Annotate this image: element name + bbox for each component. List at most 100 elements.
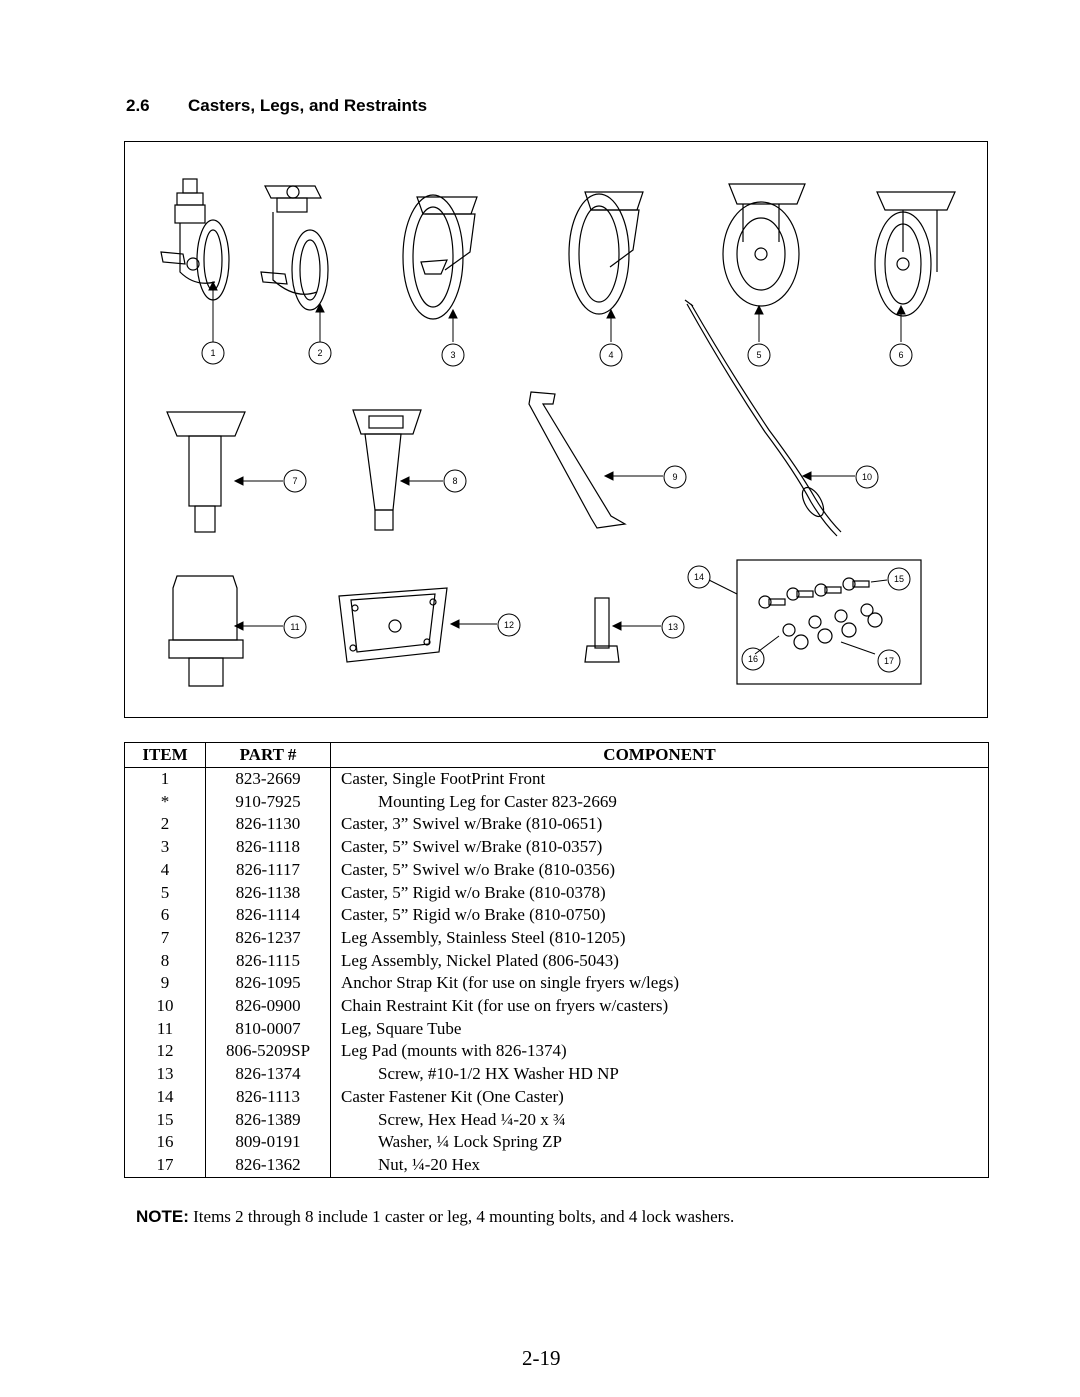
component-cell: Screw, Hex Head ¼-20 x ¾ — [330, 1108, 989, 1132]
part-number-cell: 826-1389 — [205, 1108, 331, 1132]
component-cell: Washer, ¼ Lock Spring ZP — [330, 1131, 989, 1154]
section-title: Casters, Legs, and Restraints — [188, 96, 428, 115]
component-cell: Anchor Strap Kit (for use on single frye… — [330, 972, 989, 996]
callout-circles — [201, 341, 913, 673]
item-cell: 14 — [124, 1085, 206, 1109]
item-cell: 3 — [124, 836, 206, 859]
component-cell: Leg, Square Tube — [330, 1017, 989, 1041]
callout-3: 3 — [450, 350, 455, 360]
callout-9: 9 — [672, 472, 677, 482]
item-cell: 4 — [124, 858, 206, 882]
leg-pad-12-drawing — [338, 587, 448, 663]
item-cell: 1 — [124, 767, 206, 791]
callout-7: 7 — [292, 476, 297, 486]
part-number-cell: 910-7925 — [205, 790, 331, 814]
part-number-cell: 826-1113 — [205, 1085, 331, 1109]
header-item: ITEM — [124, 742, 206, 768]
callout-10: 10 — [862, 472, 872, 482]
header-part: PART # — [205, 742, 331, 768]
leg-11-drawing — [168, 575, 244, 687]
page-number: 2-19 — [522, 1346, 561, 1370]
callout-12: 12 — [504, 620, 514, 630]
item-cell: 13 — [124, 1063, 206, 1086]
part-number-cell: 826-1374 — [205, 1063, 331, 1086]
component-cell: Nut, ¼-20 Hex — [330, 1153, 989, 1178]
nut-17-drawing — [793, 612, 883, 650]
callout-14: 14 — [694, 572, 704, 582]
item-cell: 11 — [124, 1017, 206, 1041]
table-header-row: ITEM PART # COMPONENT — [124, 742, 989, 768]
item-cell: 12 — [124, 1040, 206, 1064]
callout-13: 13 — [668, 622, 678, 632]
part-number-cell: 826-1362 — [205, 1153, 331, 1178]
caster-5-drawing — [722, 183, 806, 307]
part-number-cell: 826-1118 — [205, 836, 331, 859]
note: NOTE: Items 2 through 8 include 1 caster… — [136, 1207, 734, 1227]
component-cell: Caster Fastener Kit (One Caster) — [330, 1085, 989, 1109]
callout-8: 8 — [452, 476, 457, 486]
part-number-cell: 826-1115 — [205, 949, 331, 973]
chain-restraint-10-drawing — [684, 299, 842, 537]
callout-6: 6 — [898, 350, 903, 360]
component-cell: Caster, 5” Swivel w/Brake (810-0357) — [330, 836, 989, 859]
part-number-cell: 826-1237 — [205, 926, 331, 950]
component-cell: Caster, Single FootPrint Front — [330, 767, 989, 791]
component-cell: Caster, 3” Swivel w/Brake (810-0651) — [330, 813, 989, 837]
item-cell: 7 — [124, 926, 206, 950]
note-text: Items 2 through 8 include 1 caster or le… — [193, 1207, 735, 1226]
component-cell: Mounting Leg for Caster 823-2669 — [330, 790, 989, 814]
item-cell: 17 — [124, 1153, 206, 1178]
parts-illustration: 1 2 3 4 5 6 7 8 9 10 11 12 13 14 15 16 1… — [124, 141, 988, 718]
component-cell: Caster, 5” Rigid w/o Brake (810-0378) — [330, 881, 989, 905]
fastener-kit-inset — [736, 559, 922, 685]
part-number-cell: 826-1095 — [205, 972, 331, 996]
washer-16-drawing — [782, 603, 874, 637]
callout-4: 4 — [608, 350, 613, 360]
caster-1-drawing — [160, 178, 230, 301]
callout-16: 16 — [748, 654, 758, 664]
section-number: 2.6 — [126, 96, 150, 115]
caster-3-drawing — [402, 194, 478, 320]
leg-8-drawing — [352, 409, 422, 531]
item-cell: 10 — [124, 995, 206, 1018]
item-cell: 8 — [124, 949, 206, 973]
part-number-cell: 826-1130 — [205, 813, 331, 837]
component-cell: Leg Pad (mounts with 826-1374) — [330, 1040, 989, 1064]
part-number-cell: 810-0007 — [205, 1017, 331, 1041]
part-number-cell: 826-1138 — [205, 881, 331, 905]
item-cell: 9 — [124, 972, 206, 996]
part-number-cell: 823-2669 — [205, 767, 331, 791]
callout-11: 11 — [290, 622, 299, 632]
header-component: COMPONENT — [330, 742, 989, 768]
caster-4-drawing — [568, 191, 644, 315]
part-number-cell: 826-1117 — [205, 858, 331, 882]
callout-2: 2 — [317, 348, 322, 358]
part-number-cell: 826-0900 — [205, 995, 331, 1018]
item-cell: 5 — [124, 881, 206, 905]
section-heading: 2.6 Casters, Legs, and Restraints — [126, 96, 427, 116]
component-cell: Caster, 5” Swivel w/o Brake (810-0356) — [330, 858, 989, 882]
item-cell: 15 — [124, 1108, 206, 1132]
item-cell: 6 — [124, 904, 206, 927]
item-cell: 2 — [124, 813, 206, 837]
component-cell: Chain Restraint Kit (for use on fryers w… — [330, 995, 989, 1018]
bolt-15-drawing — [758, 577, 870, 609]
part-number-cell: 806-5209SP — [205, 1040, 331, 1064]
component-cell: Leg Assembly, Stainless Steel (810-1205) — [330, 926, 989, 950]
callout-leaders — [208, 280, 906, 655]
callout-5: 5 — [756, 350, 761, 360]
